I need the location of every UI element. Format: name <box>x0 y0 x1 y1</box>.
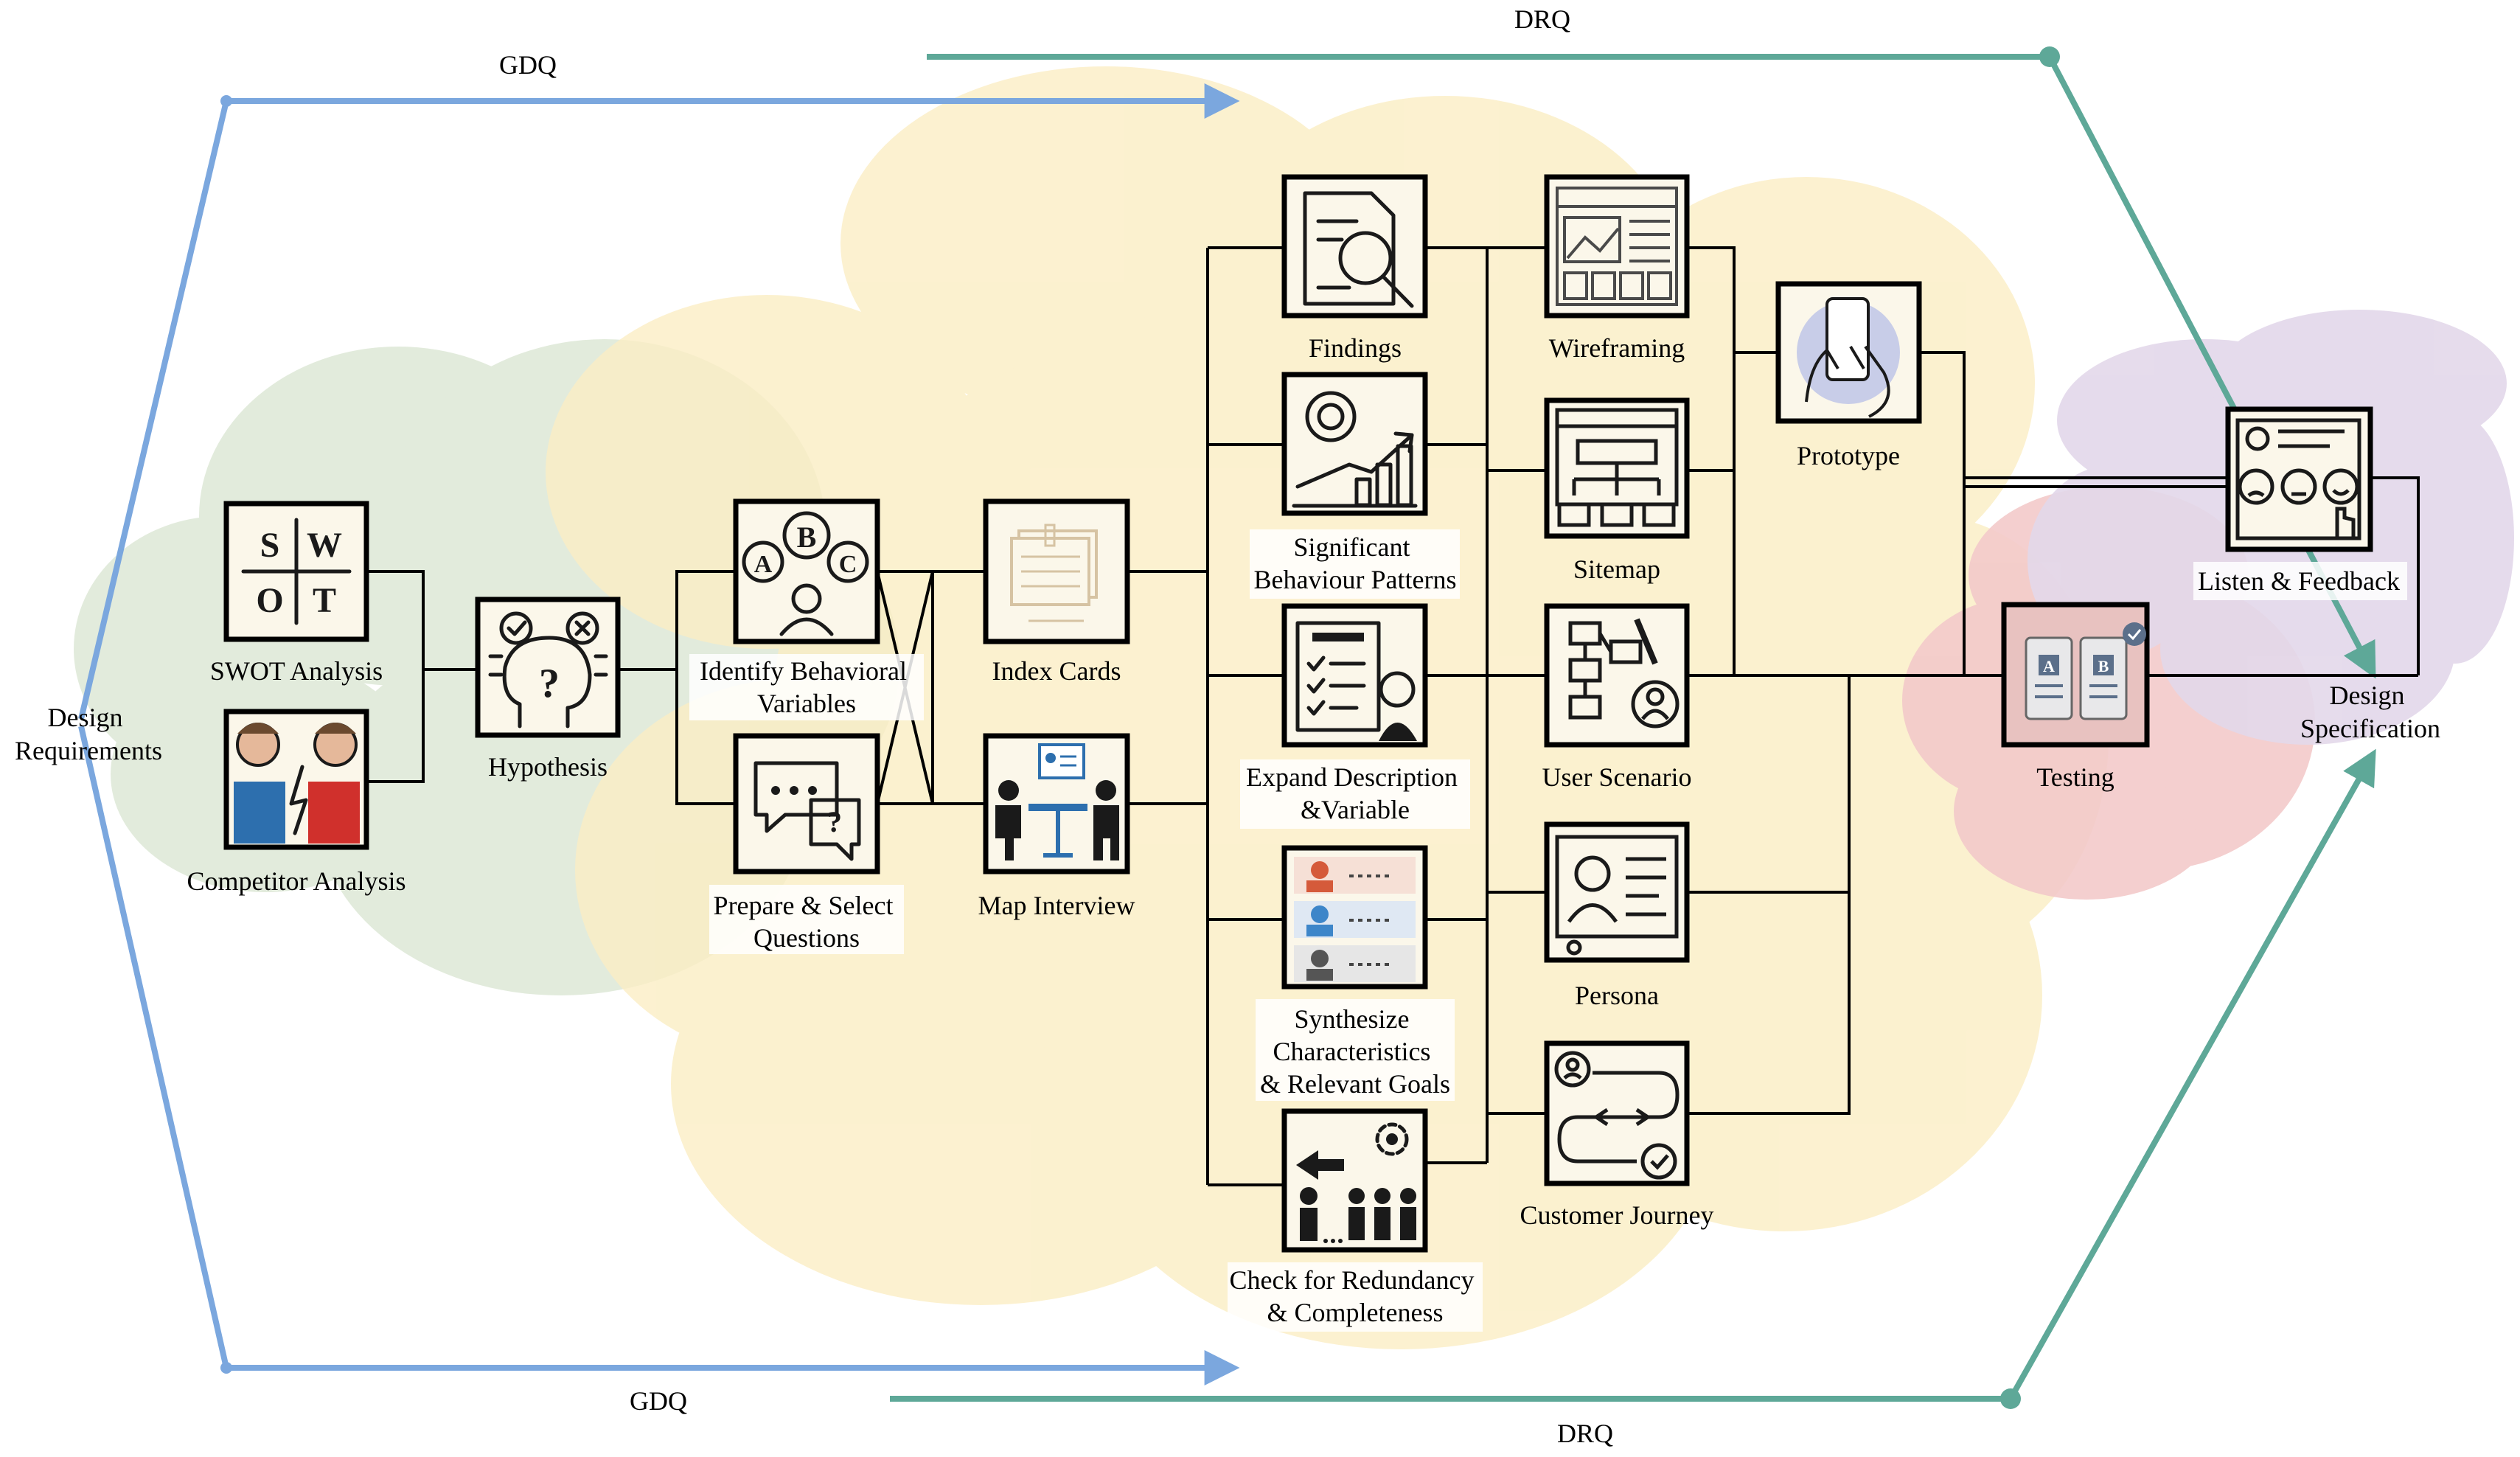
drq-bottom-label: DRQ <box>1557 1419 1613 1448</box>
swot-grid-icon: S W O T <box>241 518 352 625</box>
wireframing-label: Wireframing <box>1549 333 1685 363</box>
interview-icon <box>995 743 1119 860</box>
customer-journey-node: Customer Journey <box>1520 1040 1714 1230</box>
sitemap-node: Sitemap <box>1544 397 1690 584</box>
svg-text:B: B <box>2098 657 2109 675</box>
index-cards-icon <box>1010 524 1098 622</box>
svg-text:O: O <box>256 581 283 620</box>
map-interview-label: Map Interview <box>978 891 1135 920</box>
journey-icon <box>1554 1051 1680 1180</box>
people-gear-icon <box>1296 1122 1416 1243</box>
swot-analysis-label: SWOT Analysis <box>210 656 383 686</box>
listen-feedback-node: Listen & Feedback <box>2193 406 2407 600</box>
check-redundancy-node: Check for Redundancy & Completeness <box>1228 1108 1483 1332</box>
svg-text:?: ? <box>827 805 842 838</box>
svg-text:?: ? <box>539 661 560 706</box>
magnifier-document-icon <box>1303 191 1414 308</box>
user-scenario-node: User Scenario <box>1542 603 1692 792</box>
growth-chart-icon <box>1292 391 1418 508</box>
prepare-questions-label: Prepare & Select Questions <box>714 891 900 953</box>
drq-bottom-joint <box>2000 1388 2021 1409</box>
wireframing-node: Wireframing <box>1544 174 1690 363</box>
sitemap-icon <box>1555 408 1679 527</box>
identify-variables-node: B A C Identify Behavioral Variables <box>689 498 924 720</box>
prepare-questions-node: ? Prepare & Select Questions <box>709 733 904 954</box>
check-redundancy-label: Check for Redundancy & Completeness <box>1230 1265 1481 1327</box>
identify-variables-label: Identify Behavioral Variables <box>700 656 913 718</box>
competitors-icon <box>234 723 360 844</box>
svg-text:W: W <box>307 526 342 565</box>
svg-text:S: S <box>260 526 280 565</box>
prototype-node: Prototype <box>1775 281 1922 470</box>
design-specification-label: Design Specification <box>2300 681 2440 743</box>
user-scenario-label: User Scenario <box>1542 762 1692 792</box>
gdq-top-label: GDQ <box>499 50 557 80</box>
svg-text:A: A <box>754 551 773 578</box>
customer-journey-label: Customer Journey <box>1520 1200 1714 1230</box>
checklist-person-icon <box>1295 621 1417 741</box>
question-bubbles-icon: ? <box>753 761 861 861</box>
significant-patterns-node: Significant Behaviour Patterns <box>1250 372 1460 599</box>
competitor-analysis-label: Competitor Analysis <box>187 866 406 896</box>
svg-text:B: B <box>797 521 817 554</box>
ab-test-icon: A B <box>2013 612 2146 737</box>
testing-node: A B Testing <box>2001 602 2150 792</box>
synthesize-node: Synthesize Characteristics & Relevant Go… <box>1256 845 1455 1101</box>
design-requirements-label: Design Requirements <box>15 703 162 765</box>
connector-lines <box>366 246 2420 1186</box>
sitemap-label: Sitemap <box>1573 554 1660 584</box>
gdq-bottom-label: GDQ <box>630 1386 687 1416</box>
user-list-icon <box>1294 857 1416 982</box>
expand-description-label: Expand Description &Variable <box>1246 762 1464 824</box>
findings-label: Findings <box>1309 333 1402 363</box>
svg-text:A: A <box>2043 657 2055 675</box>
map-interview-node: Map Interview <box>978 733 1135 920</box>
hypothesis-label: Hypothesis <box>488 752 608 782</box>
significant-patterns-label: Significant Behaviour Patterns <box>1254 532 1457 594</box>
prototype-label: Prototype <box>1797 441 1900 470</box>
feedback-faces-icon <box>2235 418 2361 540</box>
gdq-bottom-joint <box>220 1362 232 1374</box>
wireframe-icon <box>1556 187 1678 306</box>
persona-label: Persona <box>1575 981 1659 1010</box>
findings-node: Findings <box>1281 174 1428 363</box>
gdq-top-joint <box>220 95 232 107</box>
phone-hand-icon <box>1797 297 1900 418</box>
competitor-analysis-node: Competitor Analysis <box>187 709 406 896</box>
index-cards-node: Index Cards <box>983 498 1130 686</box>
drq-top-label: DRQ <box>1514 4 1570 34</box>
expand-description-node: Expand Description &Variable <box>1240 603 1470 829</box>
scenario-icon <box>1568 618 1680 728</box>
persona-node: Persona <box>1544 821 1690 1010</box>
hypothesis-node: ? Hypothesis <box>475 597 621 782</box>
testing-label: Testing <box>2036 762 2114 792</box>
abc-choices-icon: B A C <box>742 511 869 636</box>
persona-icon <box>1555 835 1679 956</box>
svg-text:C: C <box>839 551 857 578</box>
index-cards-label: Index Cards <box>992 656 1121 686</box>
hypothesis-head-icon: ? <box>488 611 608 728</box>
listen-feedback-label: Listen & Feedback <box>2198 566 2400 596</box>
swot-analysis-node: S W O T SWOT Analysis <box>210 501 383 686</box>
svg-text:T: T <box>313 581 336 620</box>
drq-top-joint <box>2039 46 2060 67</box>
synthesize-label: Synthesize Characteristics & Relevant Go… <box>1260 1004 1450 1099</box>
